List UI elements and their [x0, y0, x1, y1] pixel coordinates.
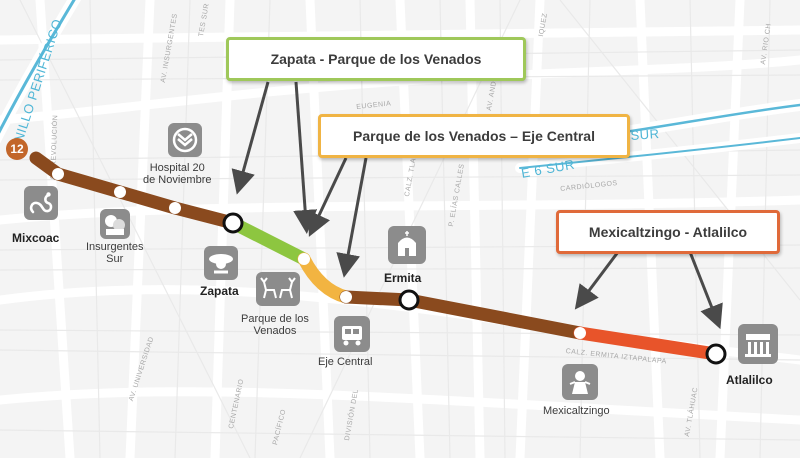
callout-arrow [231, 81, 270, 195]
transfer-marker-ermita [398, 289, 420, 311]
route-segment-venados-eje [297, 252, 353, 304]
callout-arrow [574, 251, 620, 310]
station-label-mexicaltzingo: Mexicaltzingo [543, 405, 610, 417]
route-segment-zapata-venados [226, 216, 311, 266]
station-label-line: Insurgentes [86, 241, 144, 253]
callout-arrow [293, 81, 318, 234]
route-segment-mexicaltzingo-atlalilco [573, 326, 723, 361]
route-segment-eje-mexicaltzingo [339, 290, 587, 340]
transfer-marker-zapata [222, 212, 244, 234]
station-marker-insurgentes [52, 168, 64, 180]
station-label-line: Parque de los [241, 313, 309, 325]
station-label-line: Sur [106, 253, 124, 265]
callout-arrow [688, 251, 723, 330]
station-marker-hospital [169, 202, 181, 214]
deer-icon [256, 272, 300, 306]
station-label-zapata: Zapata [200, 284, 239, 298]
station-label-venados: Parque de los Venados [241, 313, 309, 337]
station-label-mixcoac: Mixcoac [12, 231, 60, 245]
atlalilco-icon [738, 324, 778, 364]
callout-arrow [308, 157, 348, 237]
zapata-icon [204, 246, 238, 280]
eje-central-icon [334, 316, 370, 352]
station-marker-eje-central [340, 291, 352, 303]
mexicaltzingo-icon [562, 364, 598, 400]
callout-arrow [336, 157, 368, 278]
station-marker-venados [298, 253, 310, 265]
station-label-insurgentes: Insurgentes Sur [86, 241, 143, 265]
callout-venados-eje-central: Parque de los Venados – Eje Central [318, 114, 630, 158]
station-label-eje-central: Eje Central [318, 356, 373, 368]
station-label-ermita: Ermita [384, 271, 422, 285]
station-label-line: Venados [253, 325, 297, 337]
callout-mexicaltzingo-atlalilco: Mexicaltzingo - Atlalilco [556, 210, 780, 254]
station-marker-mexicaltzingo [574, 327, 586, 339]
station-label-hospital: Hospital 20 de Noviembre [143, 162, 211, 186]
line-12-badge: 12 [6, 138, 28, 160]
snake-icon [24, 186, 58, 220]
hospital-icon [168, 123, 202, 157]
station-label-line: Hospital 20 [149, 162, 205, 174]
callout-zapata-venados: Zapata - Parque de los Venados [226, 37, 526, 81]
transfer-marker-atlalilco [705, 343, 727, 365]
station-label-atlalilco: Atlalilco [726, 373, 773, 387]
ermita-icon [388, 226, 426, 264]
station-marker-insurgentes-sur [114, 186, 126, 198]
heads-icon [100, 209, 130, 239]
station-label-line: de Noviembre [143, 174, 212, 186]
